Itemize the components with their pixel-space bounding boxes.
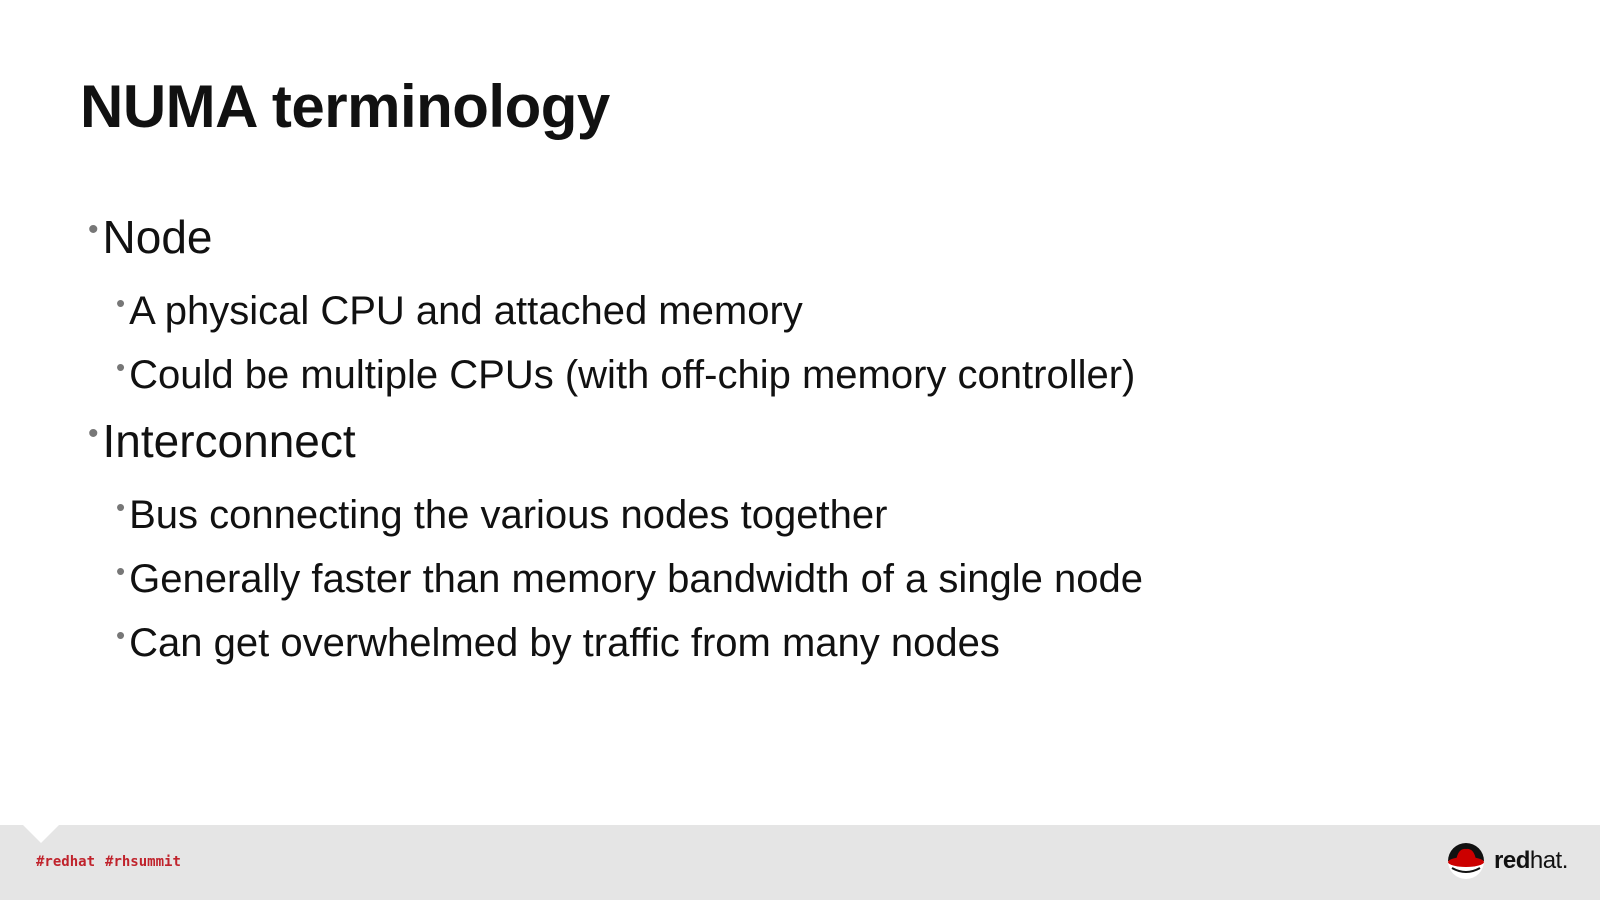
sub-bullet: •Bus connecting the various nodes togeth…	[116, 492, 888, 537]
footer-notch	[23, 825, 59, 843]
redhat-logo: redhat.	[1446, 842, 1568, 880]
redhat-shadowman-icon	[1448, 843, 1484, 879]
slide-title: NUMA terminology	[80, 73, 610, 140]
logo-text: redhat.	[1494, 847, 1568, 874]
sub-bullet: •A physical CPU and attached memory	[116, 288, 803, 333]
hashtags: #redhat#rhsummit	[36, 854, 181, 870]
sub-bullet: •Can get overwhelmed by traffic from man…	[116, 620, 1000, 665]
sub-bullet: •Could be multiple CPUs (with off-chip m…	[116, 352, 1136, 397]
footer-bar	[0, 825, 1600, 900]
sub-bullet: •Generally faster than memory bandwidth …	[116, 556, 1144, 601]
bullet-interconnect: •Interconnect	[88, 415, 356, 467]
bullet-node: •Node	[88, 211, 213, 263]
